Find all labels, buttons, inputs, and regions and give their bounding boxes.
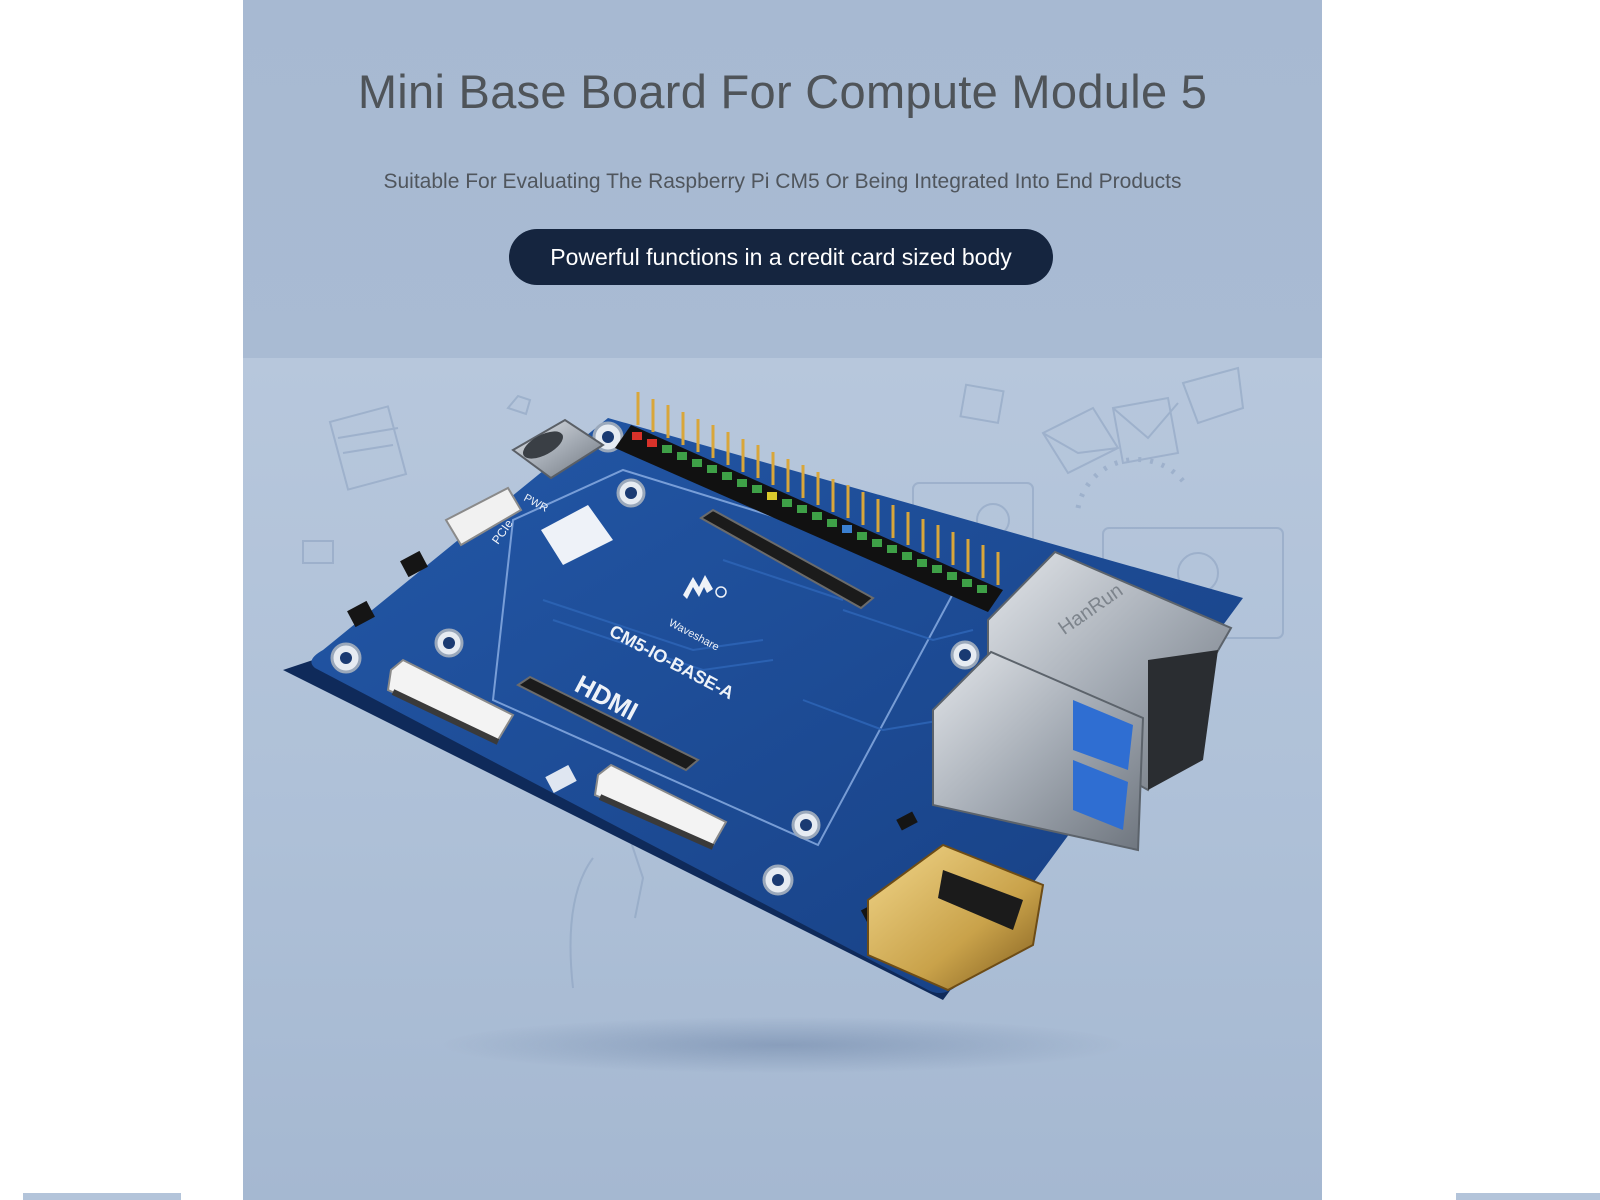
pcb-board bbox=[311, 418, 1243, 994]
board-shadow bbox=[443, 1017, 1123, 1073]
feature-pill: Powerful functions in a credit card size… bbox=[509, 229, 1053, 285]
fpc-connector-bottom bbox=[593, 763, 728, 850]
pcb-traces bbox=[542, 559, 974, 732]
page-title: Mini Base Board For Compute Module 5 bbox=[357, 65, 1208, 118]
module-connector-top bbox=[699, 508, 875, 610]
carousel-next-tab[interactable] bbox=[1456, 1193, 1600, 1200]
hero-panel: Mini Base Board For Compute Module 5 Sui… bbox=[243, 0, 1322, 1200]
page-subtitle: Suitable For Evaluating The Raspberry Pi… bbox=[383, 170, 1182, 193]
board-label-sticker bbox=[541, 505, 613, 565]
module-outline bbox=[491, 468, 965, 847]
fpc-connector-left bbox=[386, 658, 515, 745]
usb3-ports bbox=[932, 650, 1145, 852]
gpio-header bbox=[615, 392, 1003, 612]
carousel-prev-tab[interactable] bbox=[23, 1193, 181, 1200]
usb-c-port bbox=[511, 418, 605, 480]
pcie-connector bbox=[444, 486, 523, 547]
product-image: HanRun CM5-IO-BASE-A HDMI Waveshare PCIe… bbox=[283, 392, 1243, 1073]
waveshare-logo bbox=[683, 575, 727, 599]
module-connector-bottom bbox=[516, 675, 700, 772]
hdmi-port bbox=[867, 843, 1045, 992]
